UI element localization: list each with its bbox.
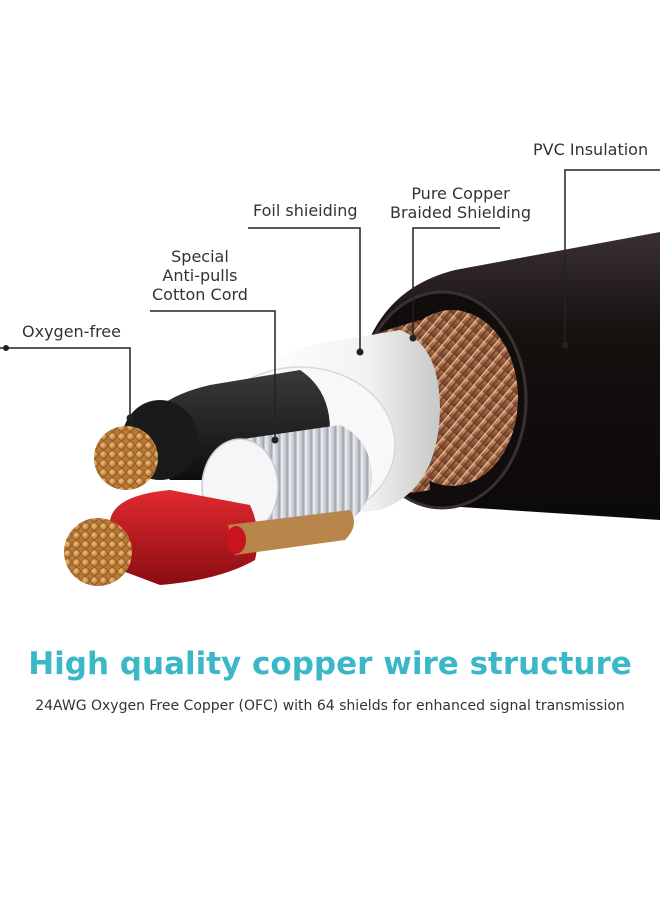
label-special-line3: Cotton Cord (152, 285, 248, 304)
red-wire-insulation (110, 490, 258, 585)
label-special-line2: Anti-pulls (162, 266, 238, 285)
label-special-line1: Special (171, 247, 229, 266)
headline: High quality copper wire structure (28, 646, 632, 682)
label-pure-copper-line2: Braided Shielding (390, 203, 531, 222)
black-wire-copper-core (94, 426, 158, 490)
label-pvc-insulation: PVC Insulation (533, 140, 649, 159)
leader-foil (248, 227, 361, 352)
label-pure-copper-line1: Pure Copper (411, 184, 510, 203)
leader-cord (150, 310, 276, 440)
label-special-cotton-cord: Special Anti-pulls Cotton Cord (152, 247, 248, 304)
label-foil-shielding: Foil shieiding (253, 201, 358, 220)
subtitle: 24AWG Oxygen Free Copper (OFC) with 64 s… (35, 698, 625, 714)
leader-braid (412, 227, 500, 338)
leader-pvc (564, 169, 660, 345)
label-pure-copper-braided-shielding: Pure Copper Braided Shielding (390, 184, 531, 222)
red-wire-copper-core (64, 518, 132, 586)
leader-oxygen (0, 347, 131, 418)
leader-lines (0, 169, 660, 444)
label-oxygen-free: Oxygen-free (22, 322, 121, 341)
